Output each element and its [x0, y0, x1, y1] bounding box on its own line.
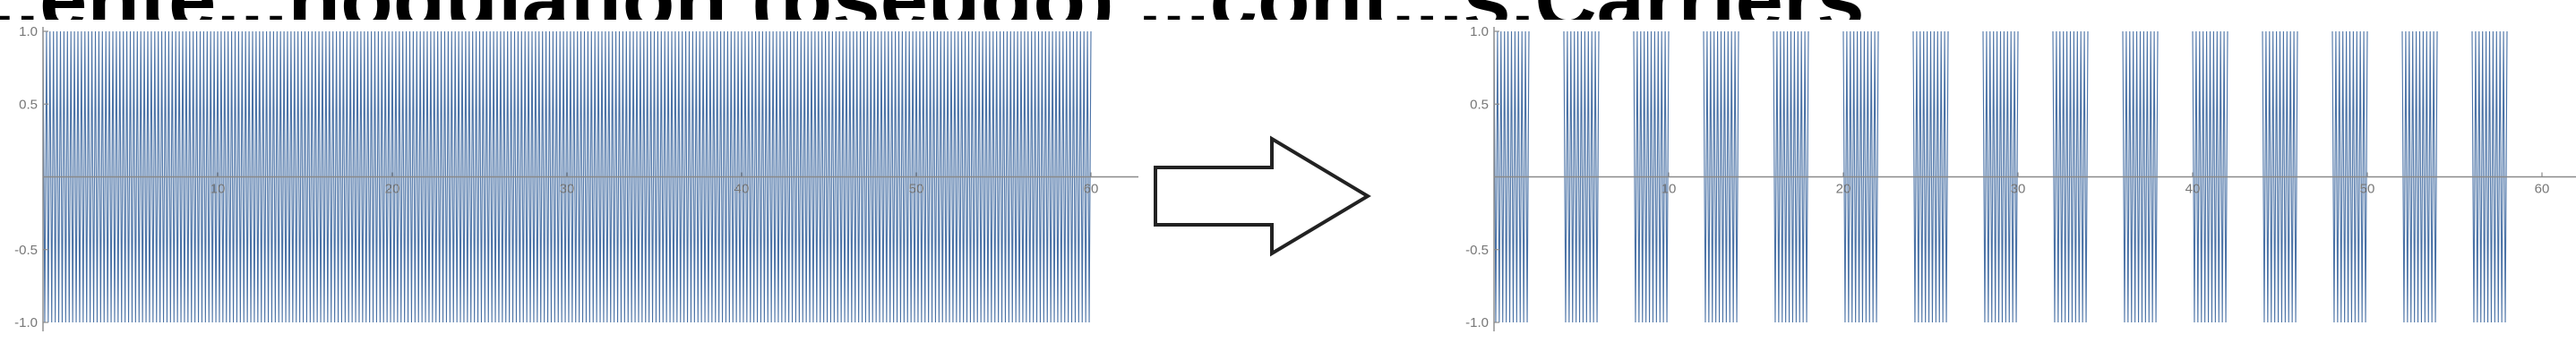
- pulse-burst: [1633, 30, 1670, 323]
- x-axis-ticks: 10 20 30 40 50 60: [1662, 172, 2550, 197]
- y-tick-label: -1.0: [1465, 315, 1489, 330]
- x-tick-label: 30: [560, 182, 575, 197]
- x-tick-label: 10: [210, 182, 226, 197]
- y-tick-label: 1.0: [19, 24, 38, 39]
- pulse-burst: [1703, 30, 1739, 323]
- y-tick-label: -1.0: [14, 315, 38, 330]
- x-tick-label: 50: [2360, 182, 2375, 197]
- pulse-burst: [1912, 30, 1949, 323]
- y-axis-ticks: 1.0 0.5 -0.5 -1.0: [1465, 24, 1499, 330]
- right-arrow-outline-icon: [1154, 135, 1371, 257]
- x-tick-label: 20: [1836, 182, 1851, 197]
- pulse-burst: [2471, 30, 2508, 323]
- y-tick-label: 0.5: [19, 97, 38, 112]
- continuous-carrier-signal: [42, 30, 1092, 323]
- x-tick-label: 50: [909, 182, 924, 197]
- x-tick-label: 40: [734, 182, 750, 197]
- y-tick-label: 1.0: [1470, 24, 1489, 39]
- x-tick-label: 40: [2185, 182, 2201, 197]
- x-tick-label: 60: [1084, 182, 1099, 197]
- heading-text: ...ente...nodulation (pseudo) ...cont...…: [0, 0, 1865, 47]
- pulse-burst: [2052, 30, 2089, 323]
- pulsed-carrier-chart: 10 20 30 40 50 60 1.0 0.5 -0.5 -1.0: [1465, 24, 2576, 331]
- y-tick-label: -0.5: [1465, 243, 1489, 258]
- pulse-burst: [1563, 30, 1600, 323]
- x-axis-ticks: 10 20 30 40 50 60: [210, 172, 1099, 197]
- y-axis-ticks: 1.0 0.5 -0.5 -1.0: [14, 24, 48, 330]
- pulse-bursts: [1493, 30, 2508, 323]
- pulse-burst: [2331, 30, 2368, 323]
- pulse-burst: [2122, 30, 2159, 323]
- x-tick-label: 20: [385, 182, 400, 197]
- y-tick-label: 0.5: [1470, 97, 1489, 112]
- slide-heading: ...ente...nodulation (pseudo) ...cont...…: [0, 0, 1865, 47]
- pulse-burst: [1773, 30, 1809, 323]
- pulse-burst: [1842, 30, 1879, 323]
- pulse-burst: [1982, 30, 2019, 323]
- x-tick-label: 10: [1662, 182, 1677, 197]
- pulse-burst: [2401, 30, 2438, 323]
- y-tick-label: -0.5: [14, 243, 38, 258]
- x-tick-label: 60: [2535, 182, 2550, 197]
- pulse-burst: [2192, 30, 2228, 323]
- pulse-burst: [1493, 30, 1530, 323]
- continuous-carrier-chart: 10 20 30 40 50 60 1.0 0.5 -0.5 -1.0: [14, 24, 1138, 331]
- x-tick-label: 30: [2011, 182, 2026, 197]
- pulse-burst: [2262, 30, 2298, 323]
